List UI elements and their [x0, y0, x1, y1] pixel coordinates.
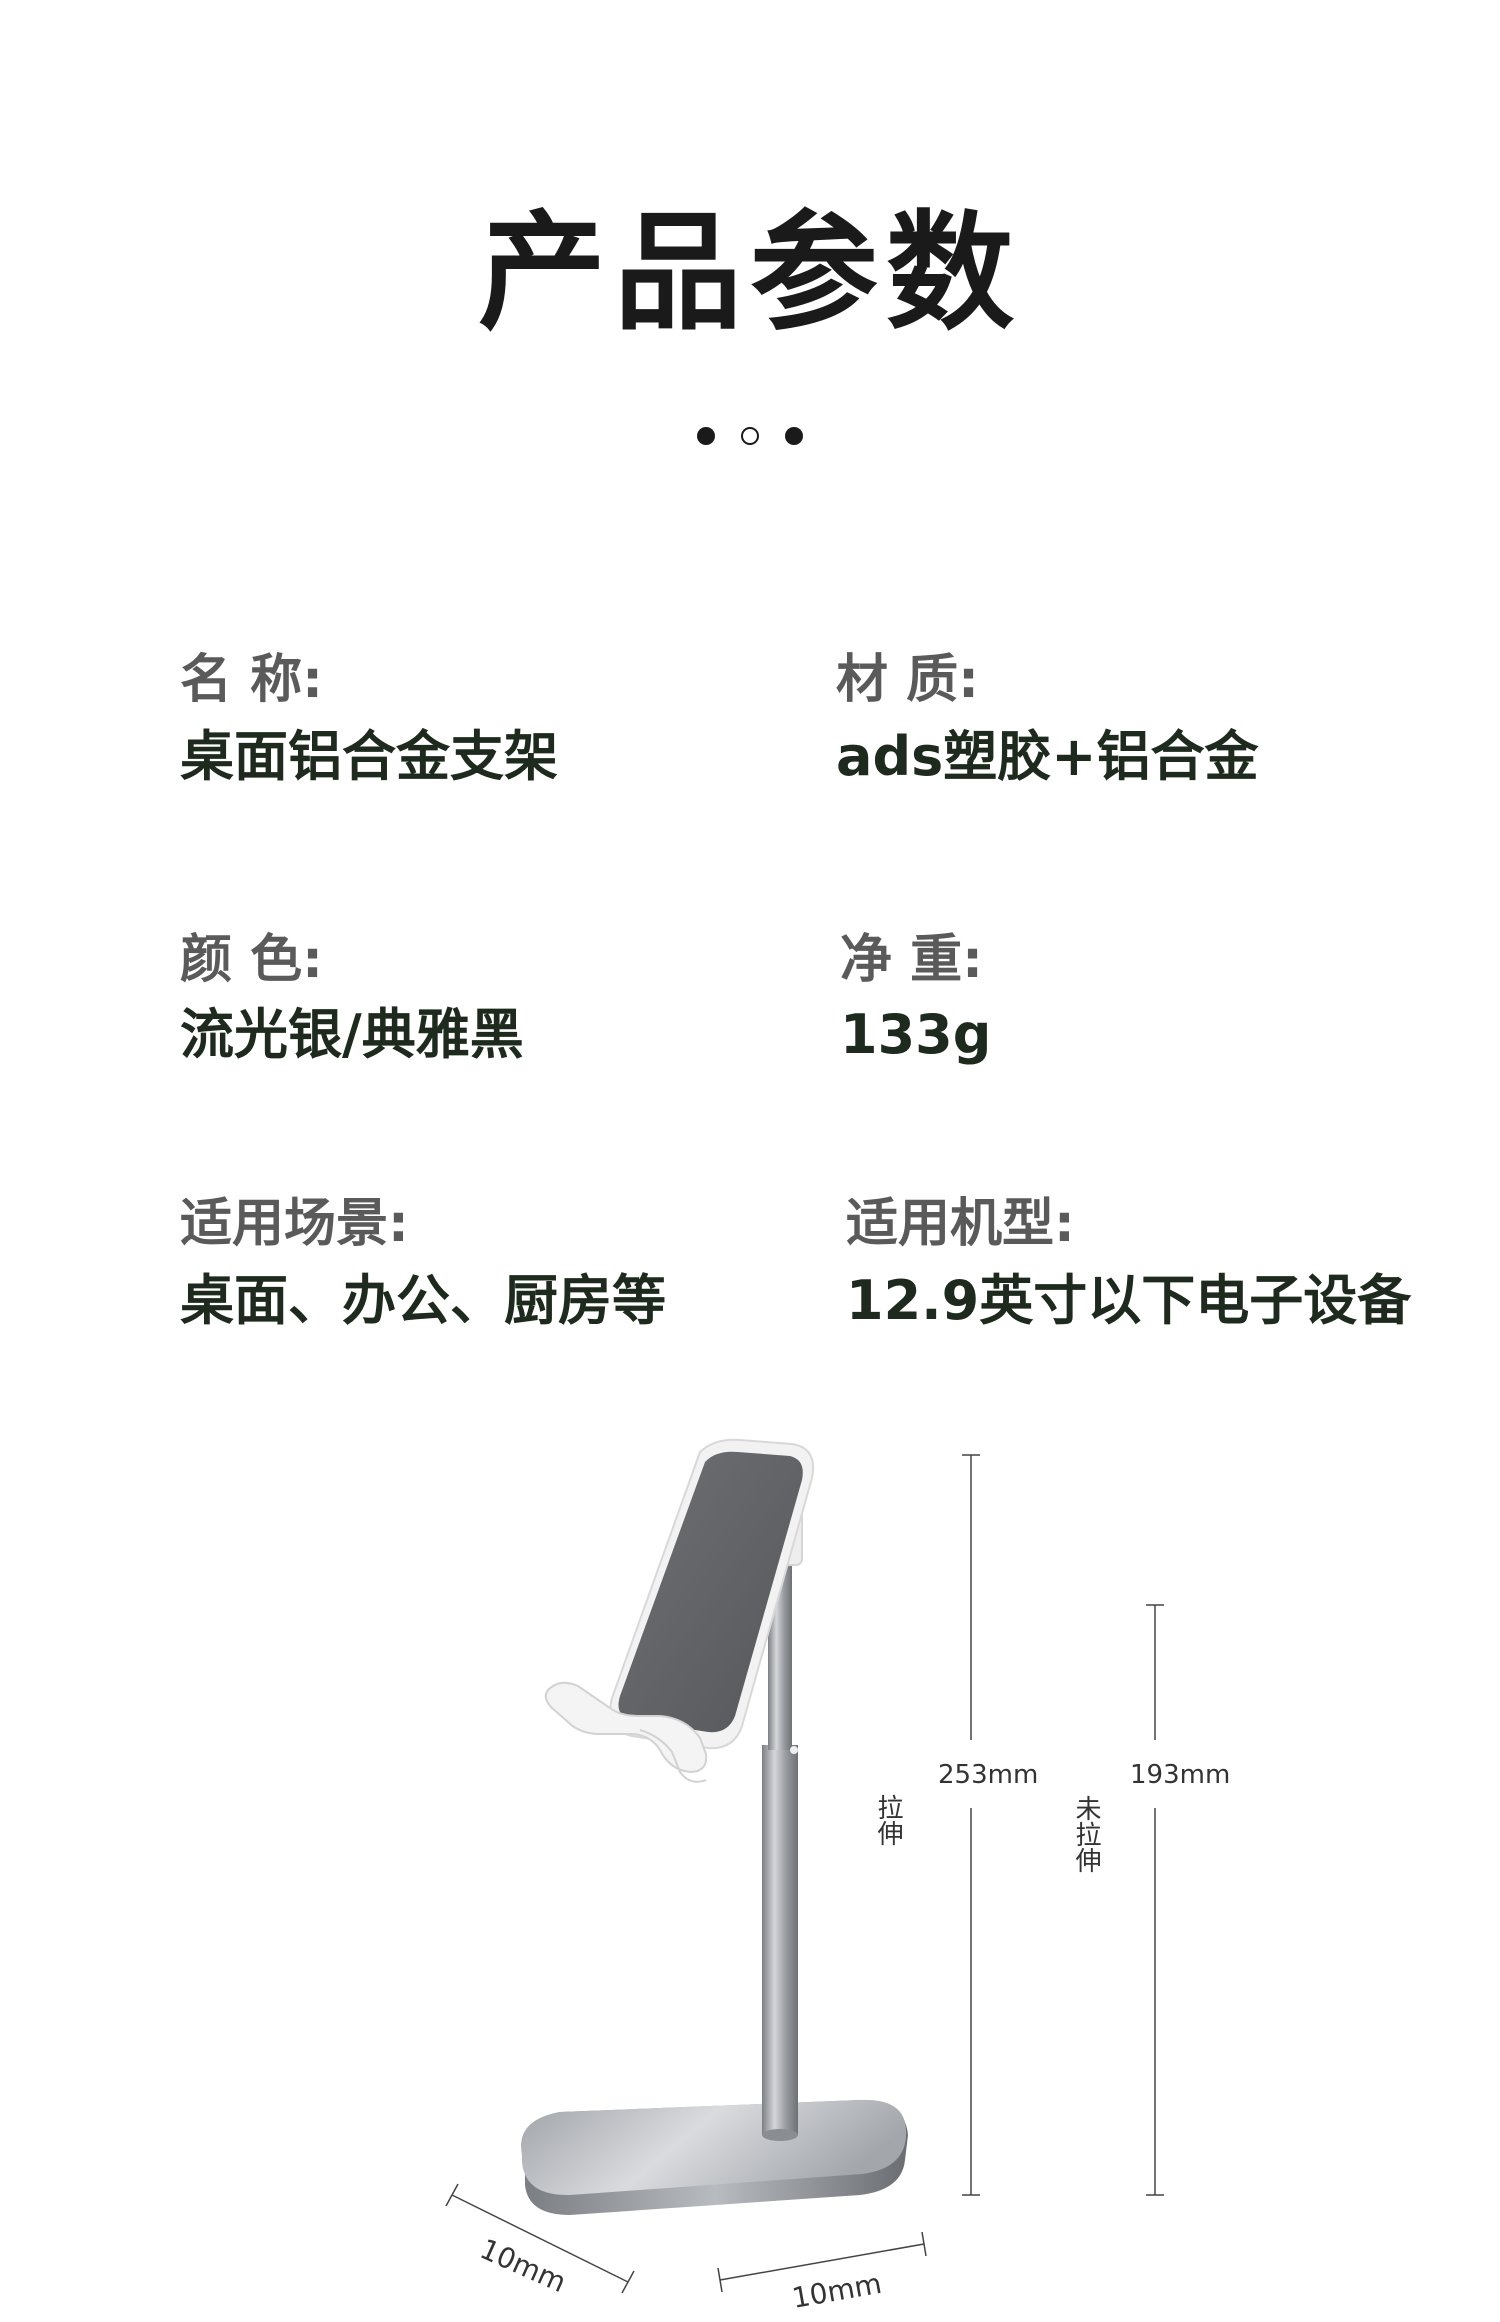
extended-height-dimension: 拉伸 253mm — [873, 1454, 1038, 2196]
spec-label-material: 材 质: — [836, 650, 979, 710]
spec-label-weight: 净 重: — [840, 930, 983, 990]
unextended-label: 未拉伸 — [1071, 1795, 1101, 1873]
spec-value-device: 12.9英寸以下电子设备 — [846, 1269, 1412, 1332]
spec-label-color: 颜 色: — [180, 930, 323, 990]
page-title: 产品参数 — [477, 199, 1022, 348]
spec-value-name: 桌面铝合金支架 — [180, 725, 558, 788]
dot-indicator-active — [741, 427, 759, 445]
unextended-height-dimension: 未拉伸 193mm — [1071, 1604, 1230, 2196]
stand-base — [521, 2099, 908, 2215]
spec-value-material: ads塑胶+铝合金 — [836, 725, 1259, 788]
base-width-dimension: 10mm — [717, 2231, 927, 2315]
product-dimension-diagram: 拉伸 253mm 未拉伸 193mm 10mm 10mm — [445, 1438, 1230, 2315]
spec-value-color: 流光银/典雅黑 — [180, 1003, 524, 1066]
base-width-value: 10mm — [789, 2267, 884, 2315]
spec-label-scenario: 适用场景: — [180, 1194, 409, 1254]
stand-pole — [762, 1560, 798, 2141]
extended-height-value: 253mm — [938, 1760, 1038, 1790]
base-depth-value: 10mm — [475, 2232, 571, 2299]
carousel-dots — [697, 427, 803, 449]
unextended-height-value: 193mm — [1130, 1760, 1230, 1790]
spec-label-name: 名 称: — [180, 650, 323, 710]
extended-label: 拉伸 — [873, 1794, 903, 1846]
spec-value-scenario: 桌面、办公、厨房等 — [180, 1269, 666, 1332]
spec-value-weight: 133g — [840, 1003, 992, 1066]
dot-indicator — [697, 427, 715, 445]
phone-holder — [544, 1438, 814, 1783]
spec-label-device: 适用机型: — [846, 1194, 1075, 1254]
dot-indicator — [785, 427, 803, 445]
